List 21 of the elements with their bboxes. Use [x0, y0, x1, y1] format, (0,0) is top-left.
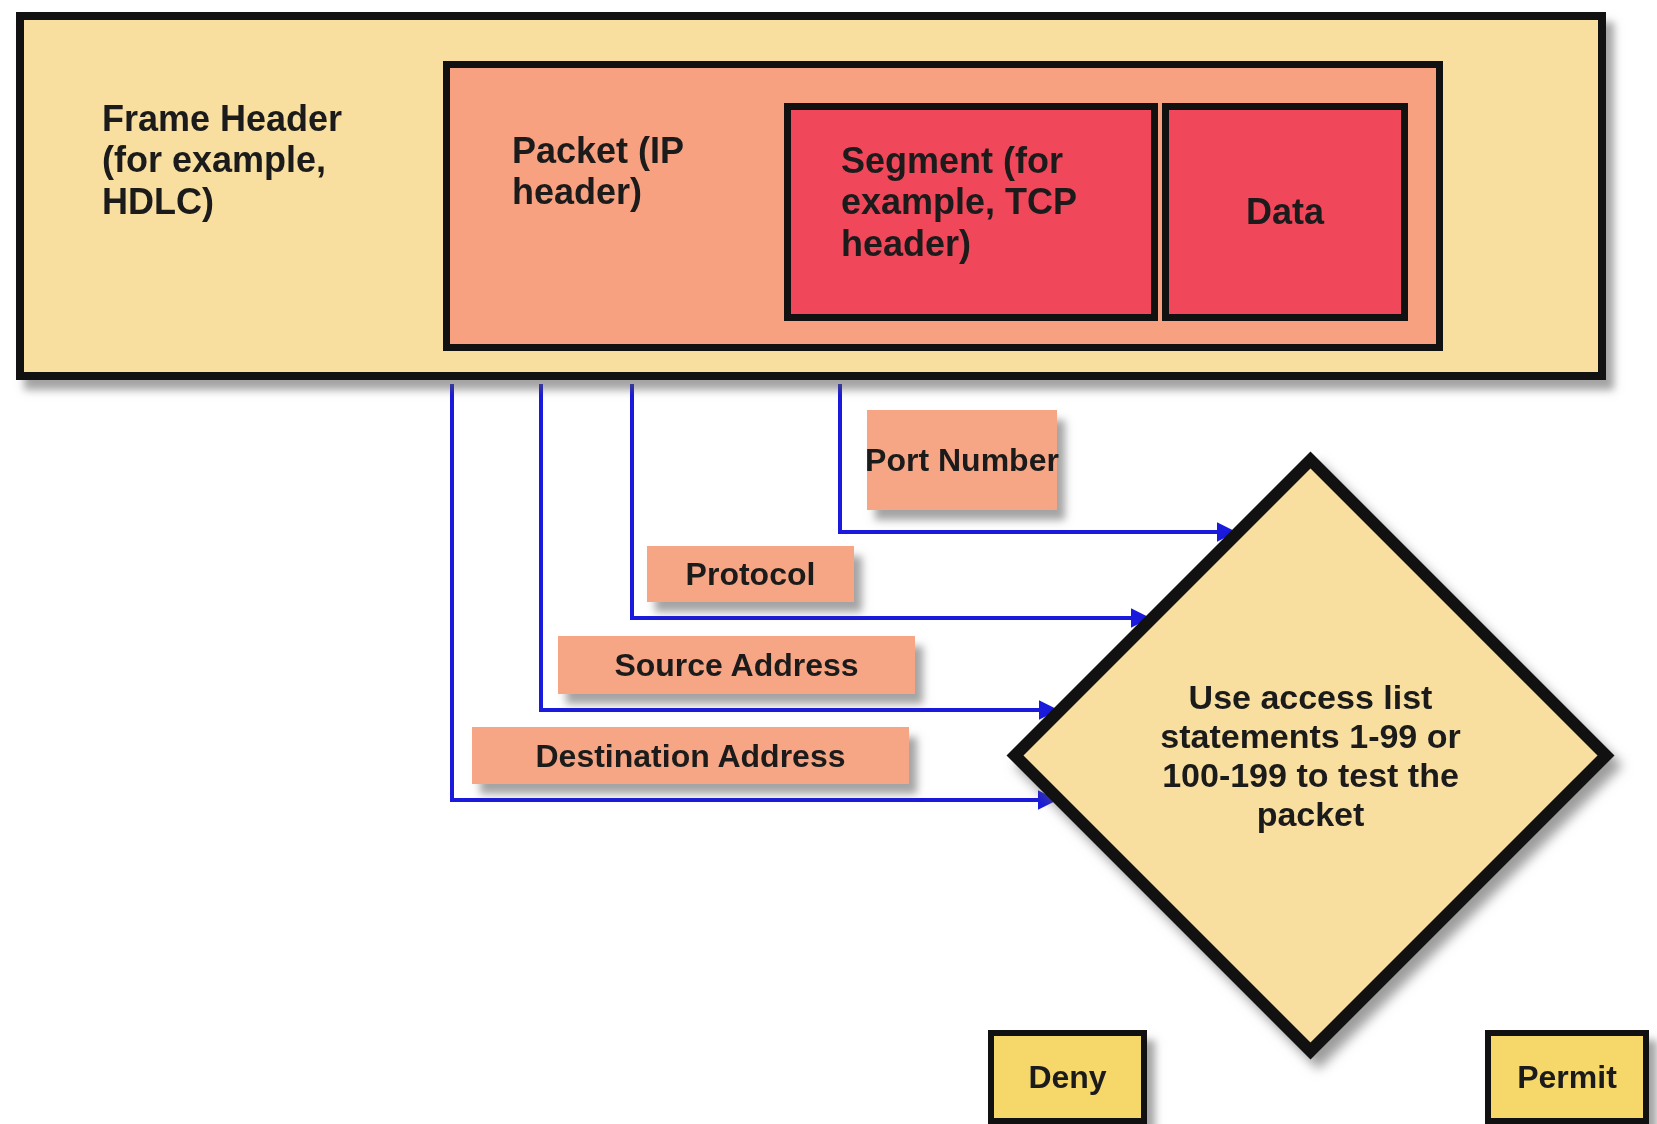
- segment-box: [1162, 103, 1408, 321]
- segment-box: [784, 103, 1158, 321]
- frame-box: [16, 12, 1606, 380]
- header-text: Data: [1246, 191, 1324, 233]
- decision-text: Use access list statements 1-99 or 100-199 to test the packet: [1159, 677, 1462, 834]
- field-label: [472, 727, 909, 784]
- field-label: [647, 546, 854, 602]
- header-text: Segment (for example, TCP header): [841, 140, 1078, 265]
- packet-box: [443, 61, 1443, 351]
- label-text: Port Number: [865, 441, 1059, 479]
- header-text: Frame Header (for example, HDLC): [102, 98, 344, 223]
- field-label: [867, 410, 1057, 510]
- label-text: Permit: [1517, 1058, 1617, 1096]
- label-text: Destination Address: [535, 737, 846, 774]
- header-text: Packet (IP header): [512, 130, 685, 213]
- label-text: Deny: [1028, 1058, 1107, 1096]
- result-box: [1485, 1030, 1649, 1124]
- result-box: [988, 1030, 1147, 1124]
- field-label: [558, 636, 915, 694]
- label-text: Source Address: [614, 646, 859, 684]
- label-text: Protocol: [685, 555, 816, 593]
